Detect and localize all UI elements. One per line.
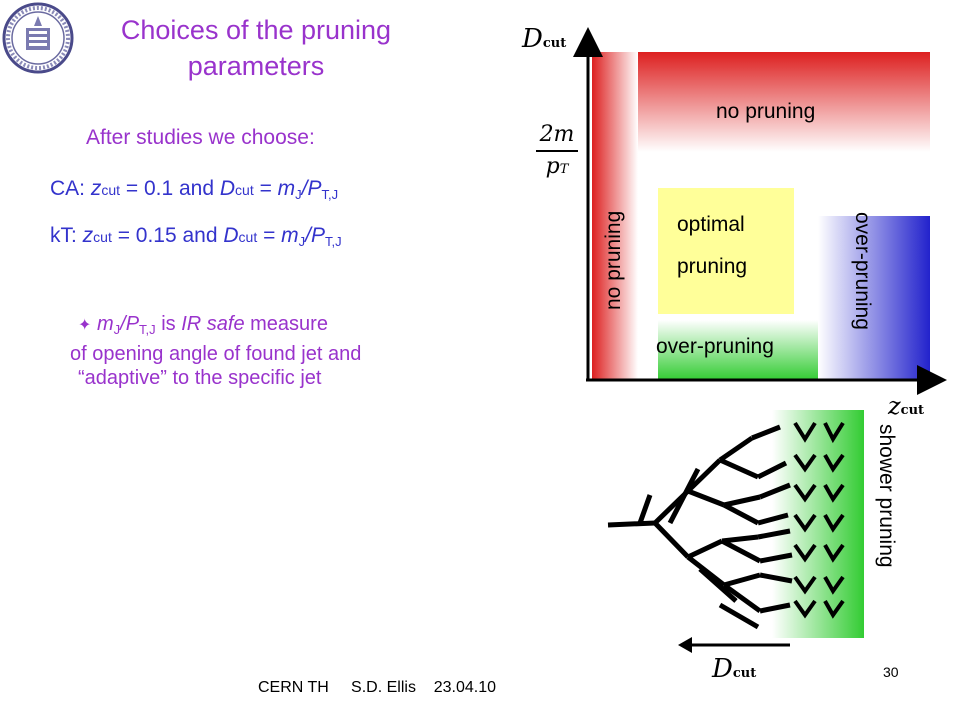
y-tick-den-symbol: p bbox=[545, 154, 560, 179]
page-number: 30 bbox=[883, 664, 899, 680]
d-cut-arrow-label: Dcut bbox=[712, 654, 756, 684]
y-tick-numerator: 2m bbox=[536, 120, 578, 152]
ca-p-symbol: P bbox=[307, 177, 322, 200]
pruning-label: pruning bbox=[677, 255, 748, 278]
ca-p-subscript: T,J bbox=[321, 187, 339, 202]
note-line-2: of opening angle of found jet and bbox=[70, 343, 362, 365]
slide-title: Choices of the pruning parameters bbox=[86, 12, 426, 84]
kt-m-symbol: m bbox=[281, 224, 299, 247]
note-m-subscript: J bbox=[113, 322, 121, 337]
ca-z-value: = 0.1 and bbox=[120, 177, 220, 200]
ca-z-symbol: z bbox=[90, 177, 102, 200]
note-slash: / bbox=[120, 313, 126, 335]
no-pruning-top-label: no pruning bbox=[716, 100, 816, 123]
ca-d-subscript: cut bbox=[235, 182, 254, 198]
kt-slash: / bbox=[305, 224, 312, 247]
title-line-2: parameters bbox=[187, 51, 325, 81]
note-p-symbol: P bbox=[125, 313, 140, 335]
y-tick-denominator: pT bbox=[536, 152, 578, 185]
shower-tree-diagram bbox=[607, 410, 864, 653]
note-line-3: “adaptive” to the specific jet bbox=[78, 367, 322, 389]
over-pruning-right-label: over-pruning bbox=[851, 212, 874, 330]
title-line-1: Choices of the pruning bbox=[120, 15, 392, 45]
shower-pruning-region bbox=[772, 410, 864, 638]
x-axis-subscript: cut bbox=[900, 403, 925, 418]
x-axis-symbol: z bbox=[888, 392, 901, 420]
pruning-region-diagram bbox=[573, 27, 947, 395]
ir-safe-note: ✦ mJ/PT,J is IR safe measure of opening … bbox=[70, 312, 490, 390]
note-p-subscript: T,J bbox=[139, 322, 156, 337]
kt-choice: kT: zcut = 0.15 and Dcut = mJ/PT,J bbox=[50, 224, 342, 249]
ca-slash: / bbox=[301, 177, 308, 200]
note-is: is bbox=[155, 313, 182, 335]
y-axis-subscript: cut bbox=[542, 36, 567, 51]
x-axis-label: zcut bbox=[888, 392, 924, 420]
kt-p-subscript: T,J bbox=[325, 234, 342, 249]
d-cut-symbol: D bbox=[712, 654, 733, 684]
optimal-pruning-region bbox=[658, 188, 794, 314]
kt-d-symbol: D bbox=[223, 224, 239, 247]
y-axis-label: Dcut bbox=[522, 24, 566, 54]
ca-choice: CA: zcut = 0.1 and Dcut = mJ/PT,J bbox=[50, 177, 338, 202]
shower-pruning-label: shower pruning bbox=[875, 424, 898, 568]
pruned-branch-stubs bbox=[793, 421, 845, 619]
shower-branches bbox=[607, 424, 793, 630]
over-pruning-bottom-label: over-pruning bbox=[656, 335, 774, 358]
d-cut-arrow-head bbox=[678, 637, 692, 653]
intro-text: After studies we choose: bbox=[86, 126, 315, 149]
d-cut-subscript: cut bbox=[732, 666, 757, 681]
no-pruning-left-label: no pruning bbox=[602, 210, 625, 310]
kt-p-symbol: P bbox=[311, 224, 326, 247]
kt-z-value: = 0.15 and bbox=[111, 224, 224, 247]
ca-m-symbol: m bbox=[277, 177, 296, 200]
kt-m-subscript: J bbox=[298, 234, 306, 249]
over-pruning-bottom-region bbox=[658, 320, 818, 380]
over-pruning-right-region bbox=[818, 216, 930, 380]
no-pruning-left-region bbox=[592, 52, 638, 380]
note-measure: measure bbox=[244, 313, 328, 335]
y-axis-symbol: D bbox=[522, 24, 543, 54]
kt-z-symbol: z bbox=[82, 224, 94, 247]
note-m-symbol: m bbox=[96, 313, 114, 335]
no-pruning-top-region bbox=[638, 52, 930, 152]
kt-equals: = bbox=[257, 224, 282, 247]
kt-d-subscript: cut bbox=[238, 229, 258, 245]
university-seal-logo bbox=[2, 2, 74, 74]
y-tick-den-subscript: T bbox=[559, 162, 569, 177]
star-bullet-icon: ✦ bbox=[78, 317, 92, 334]
ca-m-subscript: J bbox=[295, 187, 302, 202]
kt-prefix: kT: bbox=[50, 224, 83, 247]
kt-z-subscript: cut bbox=[93, 229, 112, 245]
note-ir-safe: IR safe bbox=[181, 313, 245, 335]
ca-equals: = bbox=[253, 177, 278, 200]
ca-d-symbol: D bbox=[219, 177, 236, 200]
y-tick-label: 2m pT bbox=[536, 120, 578, 185]
slide-footer: CERN TH S.D. Ellis 23.04.10 bbox=[258, 679, 497, 696]
ca-z-subscript: cut bbox=[101, 182, 121, 198]
ca-prefix: CA: bbox=[50, 177, 91, 200]
optimal-label: optimal bbox=[677, 213, 745, 236]
